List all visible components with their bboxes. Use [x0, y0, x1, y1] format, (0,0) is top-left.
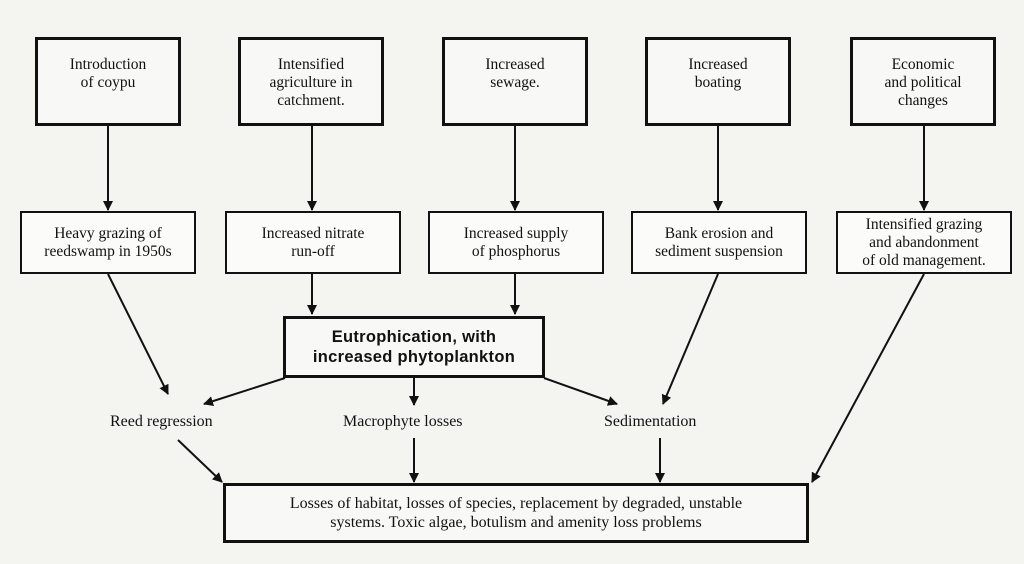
eutrophication-box: Eutrophication, with increased phytoplan…: [283, 316, 545, 378]
cause-box-economic: Economic and political changes: [850, 37, 996, 126]
cause-box-agriculture: Intensified agriculture in catchment.: [238, 37, 384, 126]
arrow-reed-to-final: [177, 439, 223, 483]
cause-box-coypu: Introduction of coypu: [35, 37, 181, 126]
effect-box-nitrate: Increased nitrate run-off: [225, 211, 401, 274]
effect-box-phosphorus: Increased supply of phosphorus: [428, 211, 604, 274]
arrow-eutrophication-to-reed: [203, 377, 286, 407]
cause-box-sewage: Increased sewage.: [442, 37, 588, 126]
effect-box-grazing: Heavy grazing of reedswamp in 1950s: [20, 211, 196, 274]
arrow-eutrophication-to-sedimentation: [543, 377, 618, 406]
cause-box-boating: Increased boating: [645, 37, 791, 126]
arrow-grazing-to-reed: [107, 273, 169, 395]
outcome-sedimentation: Sedimentation: [604, 413, 697, 430]
arrow-erosion-to-sedimentation: [661, 273, 719, 405]
outcome-reed-regression: Reed regression: [110, 413, 213, 430]
outcome-macrophyte-losses: Macrophyte losses: [343, 413, 463, 430]
final-outcome-box: Losses of habitat, losses of species, re…: [223, 483, 809, 543]
arrow-economic-grazing-to-final: [811, 273, 925, 483]
effect-box-intensified-grazing: Intensified grazing and abandonment of o…: [836, 211, 1012, 274]
effect-box-erosion: Bank erosion and sediment suspension: [631, 211, 807, 274]
